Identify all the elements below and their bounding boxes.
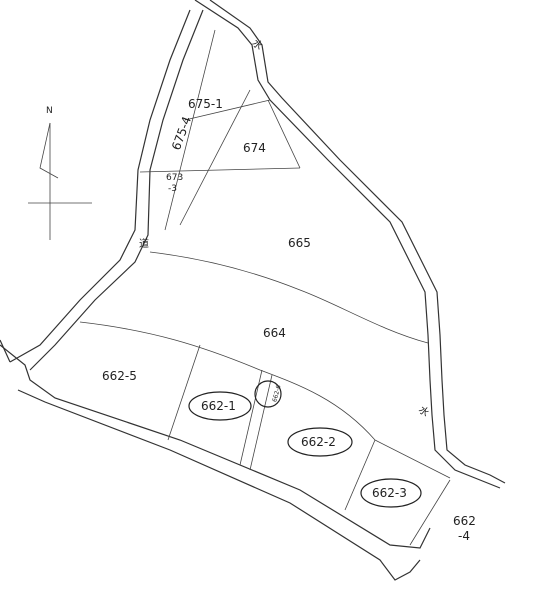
south-boundary [0, 339, 431, 581]
parcel-662-3: 662-3 [372, 486, 407, 500]
north-label: N [46, 106, 53, 116]
road [9, 9, 204, 371]
parcel-665: 665 [288, 236, 311, 250]
parcel-673-3-line2: -3 [168, 184, 177, 194]
parcel-675-1: 675-1 [188, 97, 223, 111]
parcel-662-6-circle [254, 380, 282, 408]
parcel-662-2-oval [287, 427, 353, 457]
parcel-662-2: 662-2 [301, 435, 336, 449]
parcel-662-1-oval [188, 391, 252, 421]
north-arrow: N [28, 106, 92, 240]
water-label-right: 水 [416, 404, 431, 420]
parcel-674: 674 [243, 141, 266, 155]
parcel-662-1: 662-1 [201, 399, 236, 413]
parcel-662-3-oval [360, 478, 422, 508]
parcel-662-4-line1: 662 [453, 514, 476, 528]
parcel-boundaries [79, 29, 451, 546]
parcel-662-4-line2: -4 [458, 529, 470, 543]
road-label: 道 [139, 237, 149, 250]
waterway [194, 0, 506, 489]
parcel-673-3-line1: 673 [166, 173, 183, 183]
parcel-664: 664 [263, 326, 286, 340]
parcel-662-6: 662-6 [271, 384, 282, 403]
parcel-662-5: 662-5 [102, 369, 137, 383]
parcel-675-4: 675-4 [169, 115, 194, 153]
